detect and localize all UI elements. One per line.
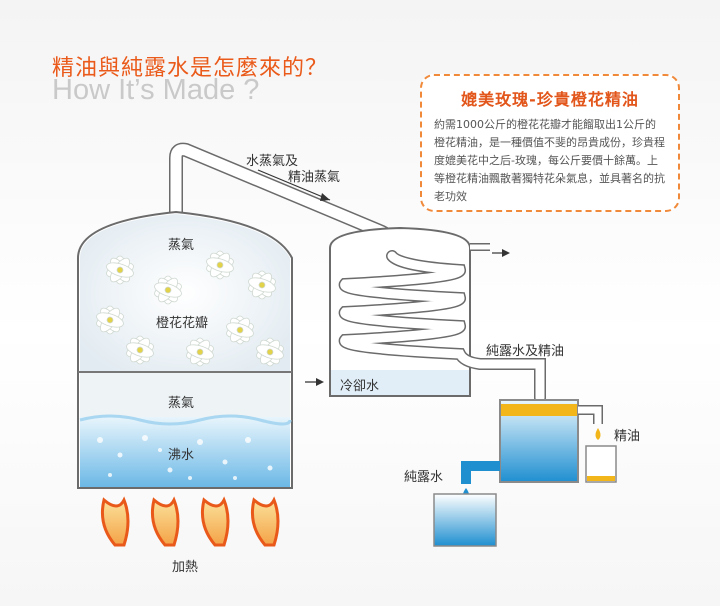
flame-icon [150,496,180,547]
info-box-title: 媲美玫瑰-珍貴橙花精油 [461,90,639,109]
label-essential-oil: 精油 [614,429,641,444]
hydrosol-beaker [433,493,497,547]
page-title-en: How It’s Made ? [52,74,260,106]
label-cooling-water: 冷卻水 [340,379,380,394]
label-steam-top: 蒸氣 [168,238,195,253]
flame-icon-group [100,496,280,547]
info-box: 媲美玫瑰-珍貴橙花精油 約需1000公斤的橙花花瓣才能餾取出1公斤的橙花精油，是… [420,74,680,212]
label-steam-mid: 蒸氣 [168,396,195,411]
page-title-zh: 精油與純露水是怎麼來的？ [52,56,329,81]
flame-icon [200,496,230,547]
label-petals: 橙花花瓣 [156,316,209,331]
label-vapor-line2: 精油蒸氣 [288,170,341,185]
petal-cluster [96,250,284,367]
label-heating: 加熱 [172,560,199,575]
flame-icon [100,496,130,547]
boiling-water-area [80,417,290,487]
label-vapor-line1: 水蒸氣及 [246,154,299,169]
vapor-arrow [257,169,331,201]
flame-icon [250,496,280,547]
label-hydrosol-and-oil: 純露水及精油 [486,344,565,359]
label-boiling-water: 沸水 [168,448,195,463]
label-hydrosol: 純露水 [404,470,444,485]
info-box-body: 約需1000公斤的橙花花瓣才能餾取出1公斤的橙花精油，是一種價值不斐的昂貴成份，… [434,118,665,203]
oil-droplet-icon [595,428,601,440]
